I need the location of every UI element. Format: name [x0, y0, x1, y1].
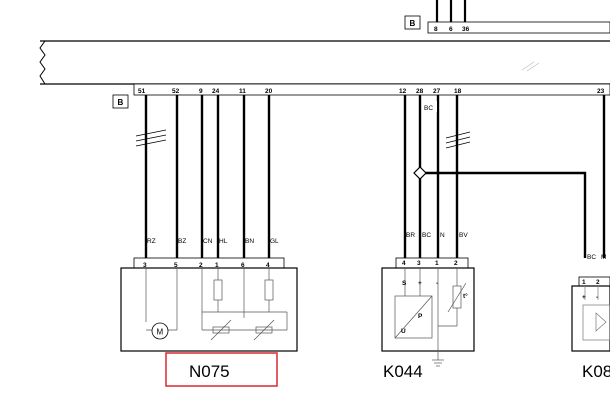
terminal-label: -	[596, 294, 598, 301]
component-k08x: 1 2 + -	[571, 276, 610, 352]
splice-label: BC	[424, 105, 433, 112]
bus-pin-label: 18	[454, 88, 462, 95]
n075-wires	[144, 95, 271, 258]
terminal-label: -	[436, 280, 438, 287]
bus-pin-label: 52	[172, 88, 180, 95]
top-connector-tag-label: B	[410, 19, 416, 28]
component-pin-label: 2	[596, 279, 600, 286]
wire-label: HL	[219, 238, 228, 245]
wire-label: BN	[245, 238, 254, 245]
wire-label: N	[440, 232, 445, 239]
k044-wire-labels: BR BC N BV	[406, 232, 468, 239]
component-pin-label: 2	[199, 262, 203, 269]
bus-pin-label: 11	[239, 88, 246, 95]
component-label-k08x: K08	[582, 362, 610, 381]
wire-label: CN	[203, 238, 213, 245]
splice-node	[413, 166, 427, 180]
wire-label: M	[601, 254, 606, 261]
bus-connector-strip	[133, 83, 610, 96]
component-pin-label: 1	[215, 262, 219, 269]
motor-symbol: M	[157, 328, 164, 337]
top-connector-tag	[404, 15, 421, 30]
component-pin-label: 1	[435, 260, 439, 267]
terminal-label: +	[582, 294, 586, 301]
terminal-label: +	[418, 280, 422, 287]
bus-pins: 51 52 9 24 11 20 12 28 27 18 23	[138, 88, 605, 95]
bus-pin-label: 20	[265, 88, 273, 95]
voltage-symbol: U	[401, 328, 406, 335]
bus-connector-tag-label: B	[118, 98, 124, 107]
component-pin-label: 4	[266, 262, 270, 269]
harness	[39, 40, 610, 85]
bus-pin-label: 12	[399, 88, 407, 95]
top-pin-label: 6	[449, 26, 453, 33]
top-pin-label: 36	[462, 26, 470, 33]
component-n075: M 3 5 2 1 6 4	[120, 257, 298, 352]
k08x-wire-labels: BC M	[587, 254, 606, 261]
component-pin-label: 3	[417, 260, 421, 267]
component-label-n075: N075	[189, 362, 230, 381]
wire-label: BC	[422, 232, 431, 239]
component-pin-label: 2	[454, 260, 458, 267]
temperature-symbol: t°	[463, 292, 468, 300]
bus-pin-label: 24	[212, 88, 220, 95]
wire-label: RZ	[147, 238, 156, 245]
terminal-label: S	[402, 280, 407, 287]
component-pin-label: 1	[582, 279, 586, 286]
top-connector-strip	[427, 21, 610, 34]
bus-pin-label: 51	[138, 88, 146, 95]
bus-pin-label: 9	[199, 88, 203, 95]
component-pin-label: 6	[241, 262, 245, 269]
wire-label: BV	[459, 232, 468, 239]
n075-highlight-box	[165, 352, 278, 387]
top-pin-label: 8	[434, 26, 438, 33]
splice-label-bg	[423, 101, 437, 112]
component-pin-label: 3	[143, 262, 147, 269]
bus-pin-label: 23	[597, 88, 605, 95]
pressure-symbol: P	[418, 313, 423, 320]
splice-branch	[420, 95, 606, 258]
k044-wire-break	[445, 131, 471, 149]
bus-connector-tag	[112, 94, 129, 109]
bus-pin-label: 27	[433, 88, 441, 95]
component-pin-label: 5	[174, 262, 178, 269]
wire-label: BR	[406, 232, 415, 239]
component-k044: S + - P U t° 4 3 1 2	[381, 257, 475, 367]
bus-pin-label: 28	[416, 88, 424, 95]
n075-wire-break	[135, 129, 167, 147]
top-connector-pins: 8 6 36	[434, 26, 470, 33]
component-label-k044: K044	[383, 362, 423, 381]
wire-label: BC	[587, 254, 596, 261]
component-pin-label: 4	[402, 260, 406, 267]
wire-label: GL	[270, 238, 279, 245]
wire-label: BZ	[178, 238, 186, 245]
harness-mark	[521, 61, 540, 72]
n075-wire-labels: RZ BZ CN HL BN GL	[147, 238, 279, 245]
